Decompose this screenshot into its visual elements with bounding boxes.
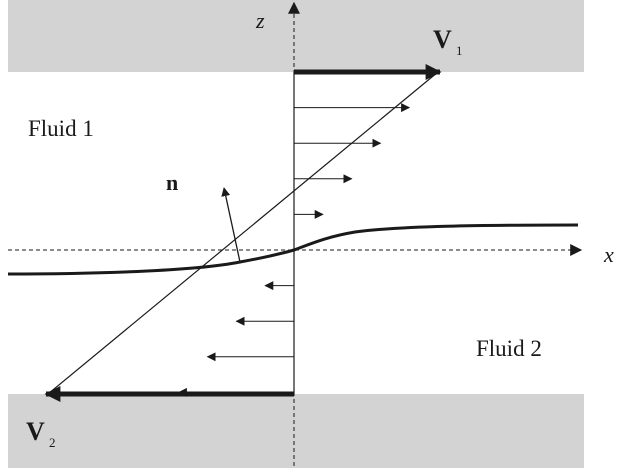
fluid-2-label: Fluid 2	[476, 336, 542, 361]
v1-symbol: V	[433, 25, 452, 54]
z-axis-label: z	[255, 8, 265, 33]
v1-subscript: 1	[456, 43, 463, 58]
upper-plate	[8, 0, 584, 72]
normal-vector-arrow	[221, 187, 241, 263]
normal-vector-label: n	[166, 170, 178, 195]
fluid-1-label: Fluid 1	[28, 116, 94, 141]
interface-curve	[7, 223, 579, 276]
v2-label: V 2	[26, 417, 56, 450]
velocity-profile-line	[47, 71, 439, 395]
x-axis-label: x	[603, 242, 614, 267]
v2-subscript: 2	[49, 435, 56, 450]
v2-symbol: V	[26, 417, 45, 446]
v1-label: V 1	[433, 25, 463, 58]
lower-plate	[8, 394, 584, 468]
